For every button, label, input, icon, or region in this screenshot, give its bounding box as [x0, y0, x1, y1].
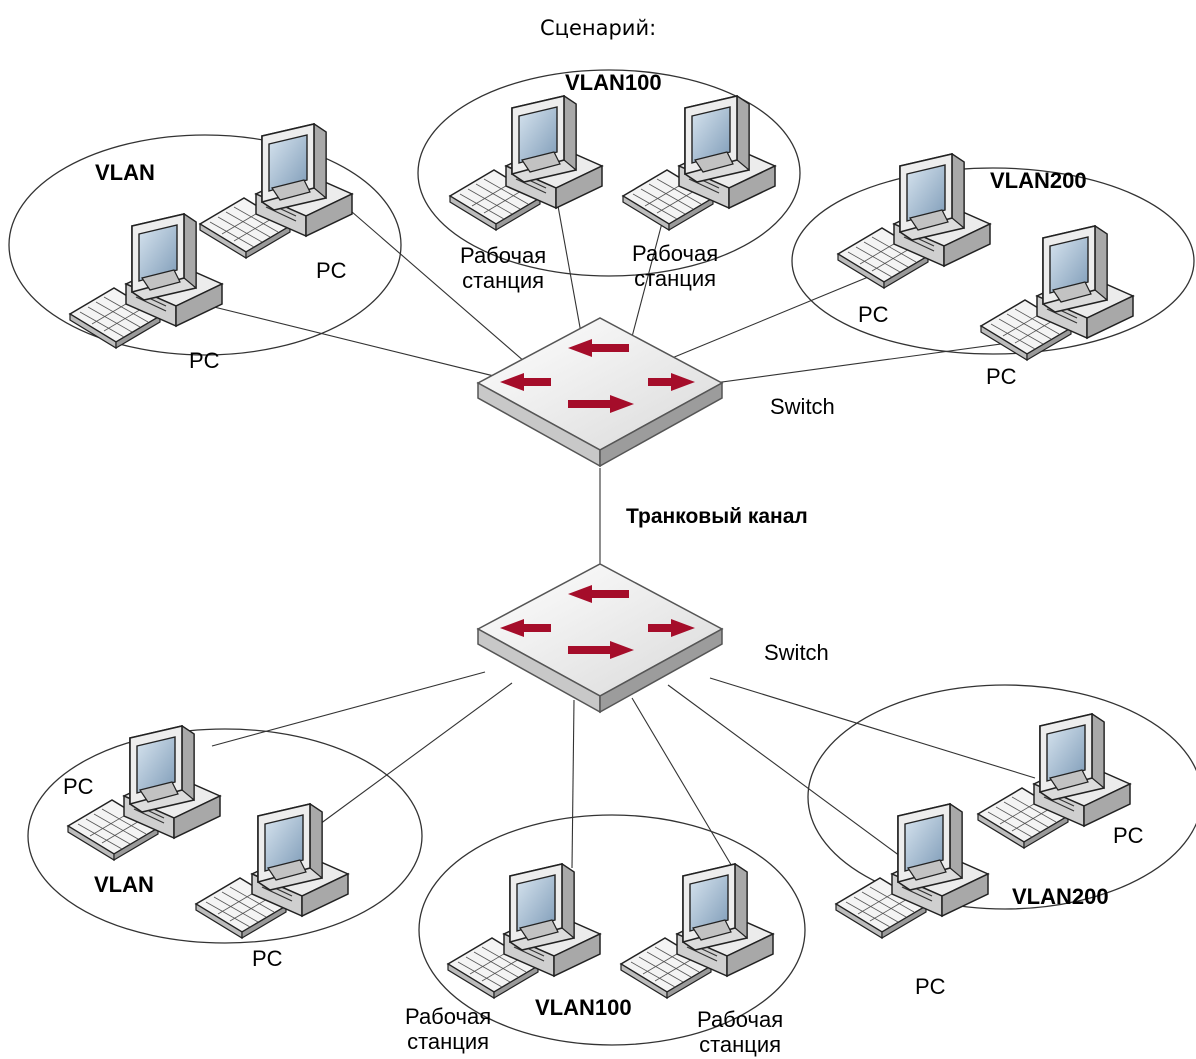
link-line: [211, 671, 486, 747]
vlan200-oval: [807, 684, 1196, 910]
pc-label: PC: [1113, 823, 1144, 848]
vlan200-label: VLAN200: [990, 168, 1087, 193]
vlan100-oval: [418, 814, 806, 1046]
link-line: [709, 677, 1036, 779]
vlan-oval: [27, 728, 423, 944]
link-line: [571, 699, 575, 869]
link-line: [209, 305, 511, 381]
link-line: [631, 697, 734, 869]
workstation-icon: [447, 863, 601, 999]
vlan200-label: VLAN200: [1012, 884, 1109, 909]
pc-icon: [199, 123, 353, 259]
link-line: [667, 684, 901, 857]
switch-label: Switch: [764, 640, 829, 665]
link-line: [627, 203, 668, 353]
pc-label: PC: [858, 302, 889, 327]
trunk-label: Транковый канал: [626, 505, 808, 528]
pc-label: PC: [252, 946, 283, 971]
link-line: [319, 682, 513, 825]
pc-icon: [837, 153, 991, 289]
vlan100-label: VLAN100: [565, 70, 662, 95]
pc-label: PC: [316, 258, 347, 283]
pc-icon: [980, 225, 1134, 361]
workstation-icon: [622, 95, 776, 231]
switch-label: Switch: [770, 394, 835, 419]
workstation-label: Рабочая станция: [697, 1007, 784, 1057]
switch-icon-bottom: [477, 563, 723, 713]
switch-icon-top: [477, 317, 723, 467]
pc-icon: [69, 213, 223, 349]
vlan-oval: [8, 134, 402, 356]
vlan-label: VLAN: [95, 160, 155, 185]
diagram-title: Сценарий:: [540, 16, 657, 40]
pc-label: PC: [986, 364, 1017, 389]
link-line: [654, 267, 891, 366]
vlan100-label: VLAN100: [535, 995, 632, 1020]
workstation-label: Рабочая станция: [632, 241, 719, 291]
pc-icon: [977, 713, 1131, 849]
pc-label: PC: [63, 774, 94, 799]
workstation-icon: [449, 95, 603, 231]
vlan-label: VLAN: [94, 872, 154, 897]
vlan100-oval: [417, 69, 801, 277]
pc-label: PC: [189, 348, 220, 373]
workstation-label: Рабочая станция: [405, 1004, 492, 1054]
pc-icon: [195, 803, 349, 939]
link-line: [343, 204, 541, 376]
pc-icon: [835, 803, 989, 939]
pc-label: PC: [915, 974, 946, 999]
vlan200-oval: [791, 167, 1195, 355]
workstation-label: Рабочая станция: [460, 243, 547, 293]
workstation-icon: [620, 863, 774, 999]
